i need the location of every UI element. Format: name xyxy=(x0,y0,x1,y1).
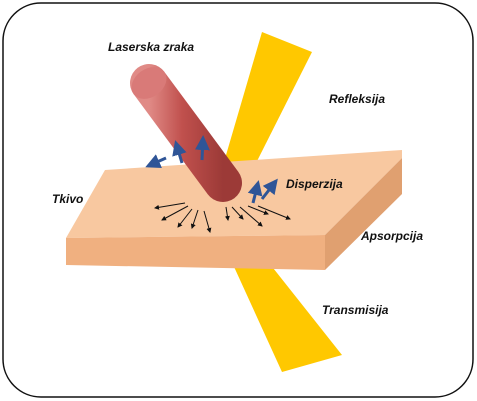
label-tissue: Tkivo xyxy=(52,192,83,206)
label-laser-beam: Laserska zraka xyxy=(108,40,194,54)
label-reflection: Refleksija xyxy=(329,92,385,106)
label-transmission: Transmisija xyxy=(322,303,389,317)
slab-front-face xyxy=(66,235,325,270)
label-dispersion: Disperzija xyxy=(286,177,343,191)
label-absorption: Apsorpcija xyxy=(360,229,423,243)
dispersion-arrow xyxy=(202,138,203,160)
